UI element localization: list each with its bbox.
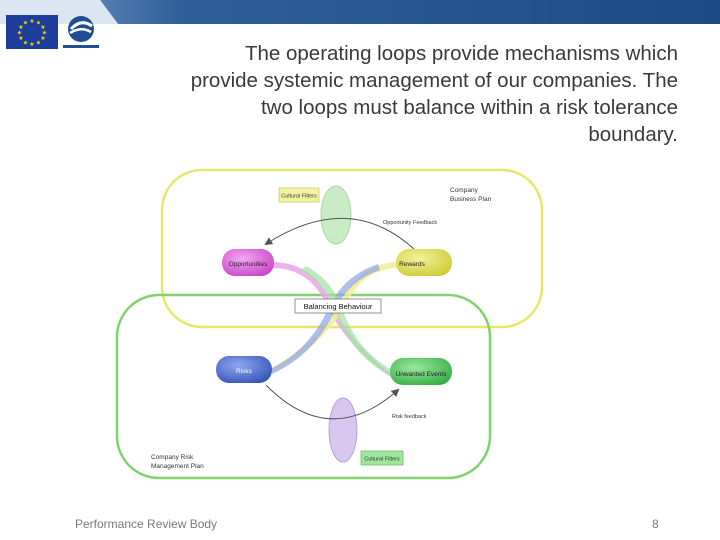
svg-text:★: ★ <box>23 20 28 27</box>
reward-ribbon <box>266 262 400 376</box>
unwanted-ribbon <box>300 266 392 376</box>
risk-plan-label-line1: Company Risk <box>151 454 194 461</box>
risk-feedback-label: Risk feedback <box>392 414 427 420</box>
svg-text:★: ★ <box>18 24 23 31</box>
cultural-filter-top-lens <box>320 185 352 245</box>
top-banner <box>0 0 720 24</box>
eurocontrol-logo <box>63 16 99 48</box>
balancing-behaviour-box <box>294 298 382 314</box>
risks-node <box>216 356 272 383</box>
cultural-filters-top-box <box>278 187 320 203</box>
risk-ribbon <box>272 264 380 374</box>
headline-line: The operating loops provide mechanisms w… <box>244 42 678 65</box>
svg-text:★: ★ <box>23 40 28 47</box>
business-plan-loop <box>160 168 544 329</box>
cultural-filter-bottom-lens <box>328 397 358 463</box>
opportunity-feedback-label: Opportunity Feedback <box>383 220 437 226</box>
page-number: 8 <box>652 517 659 531</box>
svg-text:★: ★ <box>40 24 45 31</box>
risk-plan-label-line2: Management Plan <box>151 463 204 470</box>
svg-text:★: ★ <box>29 18 34 25</box>
risk-feedback-arrow <box>265 384 400 420</box>
cultural-filters-top-label: Cultural Filters <box>281 194 317 200</box>
svg-text:★: ★ <box>29 41 34 48</box>
opportunity-feedback-arrow <box>264 218 416 251</box>
footer-organisation: Performance Review Body <box>75 517 218 531</box>
balancing-behaviour-label: Balancing Behaviour <box>304 302 373 311</box>
unwanted-events-label: Unwanted Events <box>396 371 448 378</box>
opportunities-node <box>222 249 274 276</box>
headline-line: two loops must balance within a risk tol… <box>260 96 678 119</box>
slide-headline: The operating loops provide mechanisms w… <box>78 40 678 148</box>
unwanted-events-node <box>390 358 452 385</box>
svg-text:★: ★ <box>36 20 41 27</box>
eu-flag-logo: ★ ★ ★ ★ ★ ★ ★ ★ ★ ★ ★ ★ <box>6 15 58 49</box>
svg-text:★: ★ <box>40 35 45 42</box>
rewards-node <box>396 249 452 276</box>
svg-text:★: ★ <box>17 30 22 37</box>
headline-line: provide systemic management of our compa… <box>190 69 678 92</box>
rewards-label: Rewards <box>399 261 425 268</box>
svg-text:★: ★ <box>42 30 47 37</box>
headline-line: boundary. <box>588 123 678 146</box>
svg-text:★: ★ <box>36 40 41 47</box>
business-plan-label-line2: Business Plan <box>450 196 492 203</box>
svg-text:★: ★ <box>18 35 23 42</box>
cultural-filters-bottom-label: Cultural Filters <box>364 457 400 463</box>
risk-plan-loop <box>115 293 492 480</box>
opportunities-label: Opportunities <box>229 261 268 268</box>
cultural-filters-bottom-box <box>360 450 404 466</box>
risks-label: Risks <box>236 368 253 375</box>
business-plan-label-line1: Company <box>450 187 479 194</box>
